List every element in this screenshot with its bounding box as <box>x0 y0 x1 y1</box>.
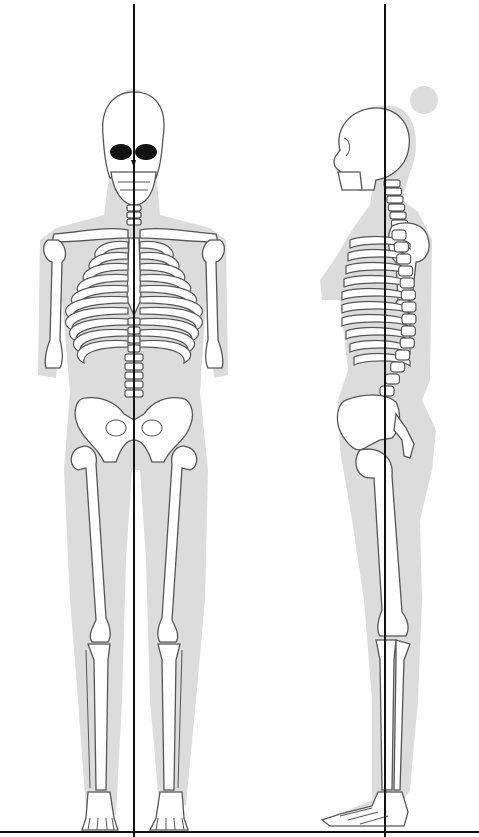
side-vertebra <box>392 230 406 240</box>
side-vertebra <box>401 326 415 336</box>
side-vertebra <box>400 278 414 288</box>
side-vertebra <box>399 266 413 276</box>
side-vertebra <box>394 242 408 252</box>
side-cervical-vertebra <box>387 196 403 203</box>
front-right-foot <box>150 792 188 830</box>
side-vertebra <box>380 386 394 396</box>
side-cervical-vertebra <box>384 180 400 187</box>
side-vertebra <box>400 338 414 348</box>
side-vertebra <box>391 362 405 372</box>
side-vertebra <box>396 350 410 360</box>
side-cervical-vertebra <box>386 188 402 195</box>
side-vertebra <box>401 290 415 300</box>
front-left-eye-socket <box>110 144 132 160</box>
side-cervical-vertebra <box>390 212 406 219</box>
front-right-eye-socket <box>135 144 157 160</box>
side-cervical-vertebra <box>389 204 405 211</box>
side-foot <box>322 792 408 826</box>
side-vertebra <box>397 254 411 264</box>
side-vertebra <box>385 374 399 384</box>
side-vertebra <box>402 302 416 312</box>
side-vertebra <box>402 314 416 324</box>
side-view <box>320 86 438 826</box>
